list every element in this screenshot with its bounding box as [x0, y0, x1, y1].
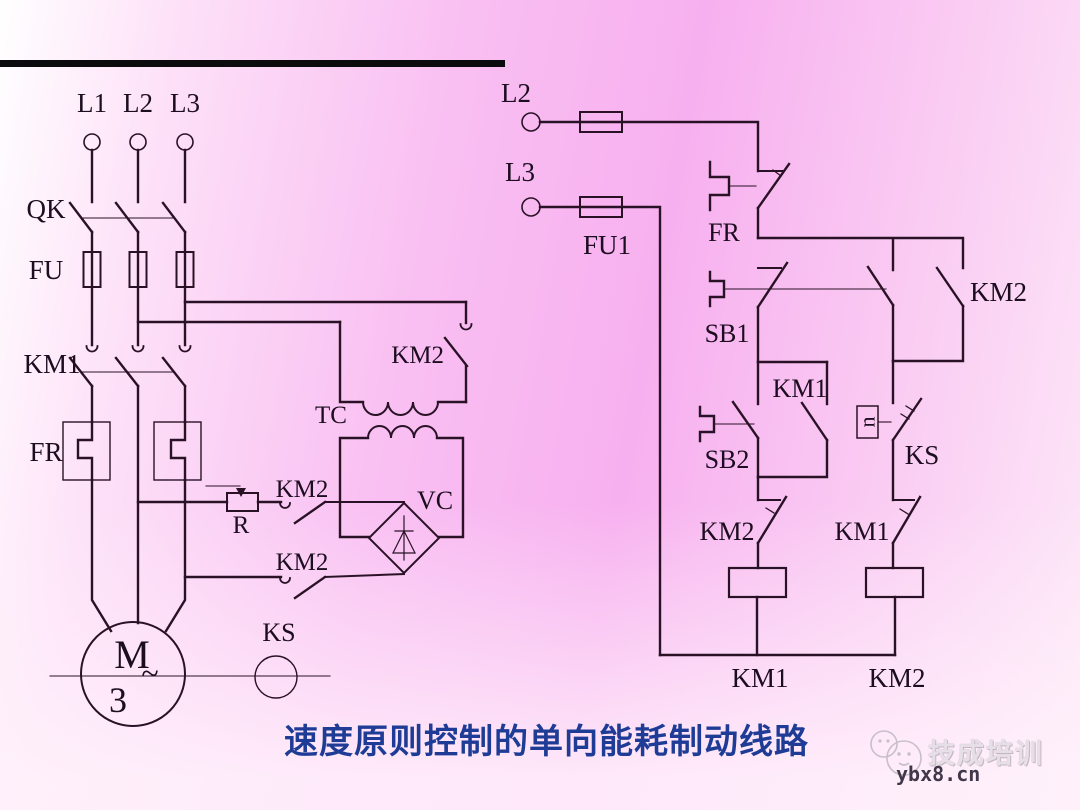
ctrl-l3-label: L3	[505, 157, 535, 187]
phase-l1-label: L1	[77, 88, 107, 118]
motor-ac-mark: ~	[141, 655, 158, 691]
supply-terminal-icon	[83, 133, 194, 151]
km2-lower-label: KM2	[276, 549, 329, 576]
km1-main-label: KM1	[23, 349, 80, 379]
ks-speed-relay-icon	[254, 655, 298, 699]
km1-coil-icon	[727, 566, 788, 657]
vc-label: VC	[417, 486, 453, 515]
watermark-site: ybx8.cn	[896, 762, 981, 786]
fr-nc-contact-icon	[708, 160, 791, 212]
km1-interlock-label: KM1	[835, 517, 890, 546]
vc-rectifier-icon	[367, 501, 441, 575]
km2-tc-contact-icon	[443, 300, 473, 404]
watermark: 技成培训 ybx8.cn	[858, 720, 1073, 800]
ks-contact-icon	[856, 397, 923, 502]
fu1-label: FU1	[583, 230, 631, 260]
ctrl-fr-label: FR	[708, 218, 740, 247]
motor-phase-count: 3	[109, 680, 127, 720]
fu-fuse-icon	[82, 251, 195, 288]
tc-label: TC	[315, 402, 347, 429]
ks-contact-label: KS	[905, 440, 940, 470]
phase-l3-label: L3	[170, 88, 200, 118]
slide-title: 速度原则控制的单向能耗制动线路	[284, 722, 809, 762]
phase-l2-label: L2	[123, 88, 153, 118]
resistor-arrow-icon	[236, 488, 246, 497]
braking-branch-lower	[183, 572, 406, 600]
resistor-icon	[226, 492, 259, 512]
km2-coil-label: KM2	[868, 663, 925, 693]
km1-nc-interlock-icon	[891, 495, 922, 570]
fr-thermal-icon	[62, 420, 202, 482]
km1-main-contacts-icon	[68, 345, 192, 388]
motor-icon: M ~ 3	[80, 621, 186, 727]
km1-selfhold-label: KM1	[773, 374, 828, 403]
qk-label: QK	[27, 194, 66, 224]
ctrl-fuse-l3-icon	[579, 196, 623, 218]
km2-coil-icon	[864, 566, 925, 657]
sb2-label: SB2	[705, 445, 750, 474]
ctrl-l2-label: L2	[501, 78, 531, 108]
km2-no-contact-icon	[891, 266, 965, 363]
control-circuit: L2 L3 FU1 FR	[501, 78, 1027, 693]
r-label: R	[233, 512, 250, 539]
watermark-faces-icon	[870, 730, 922, 776]
ctrl-l3-terminal-icon	[521, 197, 541, 217]
qk-switch-icon	[68, 201, 187, 234]
km1-coil-label: KM1	[731, 663, 788, 693]
ctrl-l2-terminal-icon	[521, 112, 541, 132]
km2-interlock-label: KM2	[700, 517, 755, 546]
motor-letter: M	[114, 632, 150, 677]
ctrl-fuse-l2-icon	[579, 111, 623, 133]
speed-signal-label: n	[855, 417, 880, 428]
km2-upper-label: KM2	[276, 476, 329, 503]
top-rule	[0, 60, 505, 67]
watermark-brand: 技成培训	[928, 739, 1044, 770]
braking-branch-upper	[136, 485, 405, 525]
sb2-button-icon	[698, 360, 760, 479]
sb1-no-contact-icon	[866, 265, 895, 363]
km1-selfhold-contact-icon	[756, 360, 829, 479]
main-circuit: L1 L2 L3 QK FU	[23, 88, 473, 727]
km2-nc-interlock-icon	[756, 475, 788, 570]
tc-transformer-icon	[338, 320, 468, 539]
sb1-label: SB1	[705, 319, 750, 348]
ks-main-label: KS	[262, 618, 295, 647]
fu-label: FU	[29, 255, 64, 285]
sb1-nc-contact-icon	[708, 261, 887, 309]
km2-tc-label: KM2	[391, 342, 444, 369]
fr-label: FR	[29, 437, 62, 467]
km2-no-label: KM2	[970, 277, 1027, 307]
